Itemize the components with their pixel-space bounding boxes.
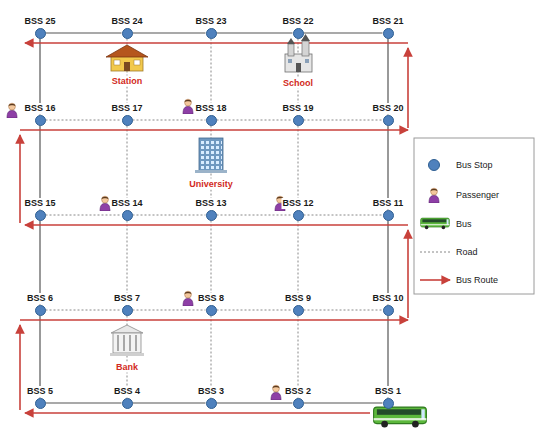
- legend-entry: Road: [456, 247, 478, 258]
- legend-label: Bus Stop: [456, 160, 493, 170]
- bus-stop: BSS 14: [122, 210, 133, 221]
- road: [217, 310, 293, 311]
- bus-stop: BSS 7: [122, 305, 133, 316]
- bus-stop: BSS 18: [206, 115, 217, 126]
- stop-label: BSS 14: [110, 198, 143, 209]
- stop-label: BSS 13: [194, 198, 227, 209]
- bus-stop: BSS 22: [293, 28, 304, 39]
- legend-label: Road: [456, 247, 478, 257]
- bus-stop: BSS 6: [35, 305, 46, 316]
- stop-label: BSS 11: [372, 198, 405, 209]
- station-icon: [106, 45, 148, 71]
- road: [133, 215, 206, 216]
- legend-label: Bus Route: [456, 275, 498, 285]
- road: [217, 215, 293, 216]
- stop-label: BSS 21: [371, 16, 404, 27]
- bus-stop: BSS 16: [35, 115, 46, 126]
- place-label: University: [188, 179, 234, 190]
- stop-label: BSS 20: [371, 103, 404, 114]
- bus-stop: BSS 9: [293, 305, 304, 316]
- bus-stop: BSS 25: [35, 28, 46, 39]
- stop-label: BSS 7: [113, 293, 141, 304]
- bus-stop: BSS 3: [206, 398, 217, 409]
- road: [304, 32, 383, 33]
- bus-stop: BSS 2: [293, 398, 304, 409]
- stop-label: BSS 23: [194, 16, 227, 27]
- bus-stop: BSS 23: [206, 28, 217, 39]
- legend-label: Bus: [456, 219, 472, 229]
- stop-label: BSS 16: [23, 103, 56, 114]
- stop-label: BSS 25: [23, 16, 56, 27]
- passenger-icons: [7, 99, 285, 400]
- bus-stop: BSS 15: [35, 210, 46, 221]
- bus-stop: BSS 4: [122, 398, 133, 409]
- legend-label: Passenger: [456, 190, 499, 200]
- stop-label: BSS 3: [197, 386, 225, 397]
- stop-label: BSS 6: [26, 293, 54, 304]
- stop-label: BSS 19: [281, 103, 314, 114]
- stop-label: BSS 5: [26, 386, 54, 397]
- bus-stop: BSS 8: [206, 305, 217, 316]
- place-label: Station: [111, 76, 144, 87]
- stop-label: BSS 22: [281, 16, 314, 27]
- university-icon: [195, 138, 227, 173]
- bus-stop: BSS 24: [122, 28, 133, 39]
- road: [304, 120, 383, 121]
- bus-route: [20, 43, 408, 413]
- bus-stop: BSS 21: [383, 28, 394, 39]
- legend-entry: Bus Route: [456, 275, 498, 286]
- bus-stop: BSS 20: [383, 115, 394, 126]
- legend-entry: Passenger: [456, 190, 499, 201]
- bank-icon: [110, 325, 144, 356]
- road: [304, 215, 383, 216]
- stop-label: BSS 24: [110, 16, 143, 27]
- road: [304, 402, 383, 403]
- stop-label: BSS 8: [197, 293, 225, 304]
- bus-stop: BSS 1: [383, 398, 394, 409]
- road: [46, 215, 122, 216]
- legend-box: [414, 138, 534, 294]
- bus-stop: BSS 13: [206, 210, 217, 221]
- road: [46, 32, 122, 33]
- legend-entry: Bus: [456, 219, 472, 230]
- bus-stop: BSS 11: [383, 210, 394, 221]
- bus-stop: BSS 19: [293, 115, 304, 126]
- road: [217, 120, 293, 121]
- stop-label: BSS 2: [284, 386, 312, 397]
- bus-stop: BSS 5: [35, 398, 46, 409]
- stop-label: BSS 10: [371, 293, 404, 304]
- road: [133, 120, 206, 121]
- road: [304, 310, 383, 311]
- stop-label: BSS 12: [281, 198, 314, 209]
- road: [217, 402, 293, 403]
- bus-stop: BSS 17: [122, 115, 133, 126]
- road: [133, 310, 206, 311]
- stop-label: BSS 15: [23, 198, 56, 209]
- place-label: School: [282, 78, 314, 89]
- stop-label: BSS 4: [113, 386, 141, 397]
- road: [217, 32, 293, 33]
- school-icon: [285, 34, 312, 72]
- road: [46, 120, 122, 121]
- stop-label: BSS 17: [110, 103, 143, 114]
- legend-entry: Bus Stop: [456, 160, 493, 171]
- stop-label: BSS 18: [194, 103, 227, 114]
- road: [133, 402, 206, 403]
- road: [46, 402, 122, 403]
- stop-label: BSS 1: [374, 386, 402, 397]
- road: [46, 310, 122, 311]
- place-label: Bank: [115, 362, 139, 373]
- bus-stop: BSS 12: [293, 210, 304, 221]
- bus-stop: BSS 10: [383, 305, 394, 316]
- road: [133, 32, 206, 33]
- stop-label: BSS 9: [284, 293, 312, 304]
- bus-icon: [374, 407, 427, 427]
